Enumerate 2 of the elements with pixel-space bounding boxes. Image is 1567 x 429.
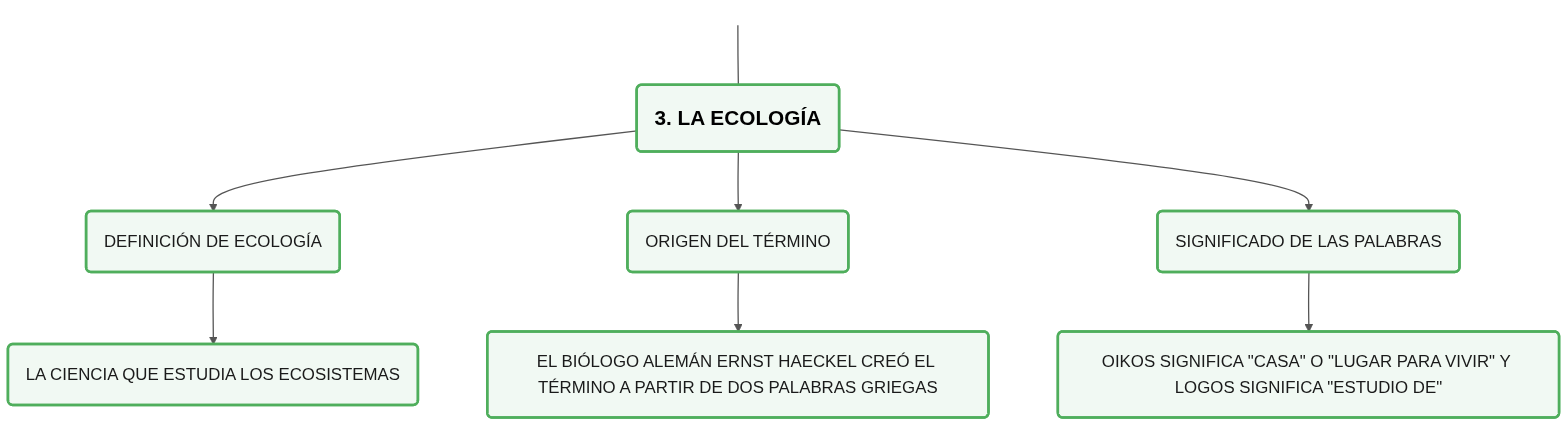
arrow [733,151,743,212]
arrow [208,271,218,345]
